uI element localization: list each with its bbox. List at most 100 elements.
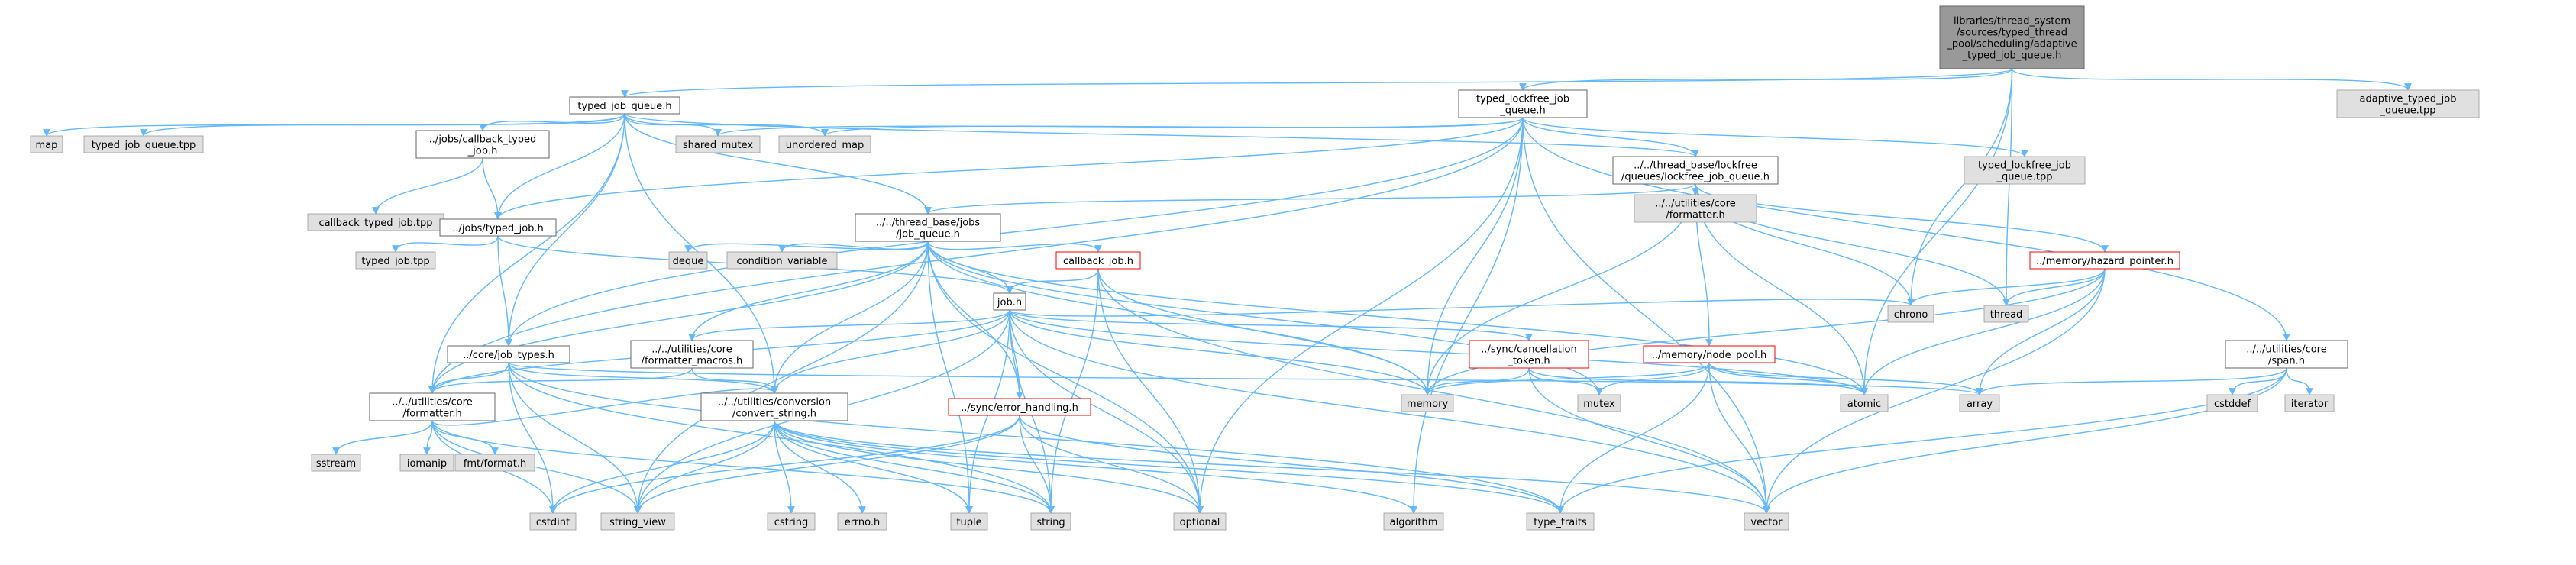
node-node-pool-h[interactable]: ../memory/node_pool.h bbox=[1643, 345, 1776, 363]
edge-hazard_pointer_h-to-vector bbox=[1763, 268, 2106, 514]
edge-callback_job_h-to-optional bbox=[1097, 268, 1204, 514]
edge-root-to-adaptive_tpp bbox=[2011, 68, 2412, 91]
edge-job_h-to-optional bbox=[1009, 309, 1204, 514]
node-string-view[interactable]: string_view bbox=[600, 512, 675, 531]
node-callback-typed-job-h[interactable]: ../jobs/callback_typed_job.h bbox=[415, 130, 550, 159]
node-adaptive-tpp[interactable]: adaptive_typed_job_queue.tpp bbox=[2336, 89, 2480, 118]
node-deque[interactable]: deque bbox=[668, 251, 708, 270]
node-array[interactable]: array bbox=[1959, 394, 2000, 412]
node-box bbox=[529, 512, 577, 531]
node-label-line: typed_job.tpp bbox=[361, 256, 429, 267]
node-hazard-pointer-h[interactable]: ../memory/hazard_pointer.h bbox=[2029, 251, 2180, 270]
node-label-line: map bbox=[36, 140, 58, 151]
node-sstream[interactable]: sstream bbox=[311, 454, 361, 472]
node-algorithm[interactable]: algorithm bbox=[1383, 512, 1444, 531]
node-tuple[interactable]: tuple bbox=[950, 512, 988, 531]
node-lockfree-job-queue-h[interactable]: ../../thread_base/lockfree/queues/lockfr… bbox=[1612, 156, 1779, 185]
node-typed-lockfree-job-queue-h[interactable]: typed_lockfree_job_queue.h bbox=[1458, 89, 1588, 118]
node-mutex[interactable]: mutex bbox=[1577, 394, 1621, 412]
node-fmt-format-h[interactable]: fmt/format.h bbox=[454, 454, 535, 472]
edge-convert_string_h-to-algorithm bbox=[774, 420, 1417, 514]
node-typed-job-queue-tpp[interactable]: typed_job_queue.tpp bbox=[83, 135, 204, 153]
node-vector[interactable]: vector bbox=[1744, 512, 1789, 531]
node-unordered-map[interactable]: unordered_map bbox=[778, 135, 871, 153]
node-error-handling-h[interactable]: ../sync/error_handling.h bbox=[948, 398, 1091, 416]
node-typed-lockfree-tpp[interactable]: typed_lockfree_job_queue.tpp bbox=[1964, 156, 2086, 185]
node-box bbox=[569, 96, 680, 115]
node-memory[interactable]: memory bbox=[1401, 394, 1454, 412]
node-label-line: iomanip bbox=[407, 458, 447, 470]
node-label-line: typed_job_queue.h bbox=[577, 101, 671, 112]
edge-job_queue_h-to-callback_job_h bbox=[927, 241, 1102, 253]
node-typed-job-queue-h[interactable]: typed_job_queue.h bbox=[569, 96, 680, 115]
node-typed-job-tpp[interactable]: typed_job.tpp bbox=[355, 251, 436, 270]
edge-error_handling_h-to-optional bbox=[1019, 415, 1204, 514]
node-box bbox=[447, 345, 570, 363]
node-iterator[interactable]: iterator bbox=[2284, 394, 2335, 412]
node-box bbox=[1526, 512, 1595, 531]
node-root[interactable]: libraries/thread_system/sources/typed_th… bbox=[1939, 5, 2085, 69]
node-type-traits[interactable]: type_traits bbox=[1526, 512, 1595, 531]
node-cstdint[interactable]: cstdint bbox=[529, 512, 577, 531]
edge-callback_typed_job_h-to-callback_typed_job_tpp bbox=[372, 157, 483, 215]
node-string[interactable]: string bbox=[1030, 512, 1071, 531]
edge-convert_string_h-to-errno_h bbox=[774, 420, 866, 514]
node-label-line: thread bbox=[1990, 309, 2023, 321]
node-span-h[interactable]: ../../utilities/core/span.h bbox=[2225, 340, 2348, 369]
node-utilities-core-formatter-ext[interactable]: ../../utilities/core/formatter.h bbox=[1634, 194, 1757, 223]
node-label-line: deque bbox=[673, 256, 704, 267]
edge-node_pool_h-to-type_traits bbox=[1556, 362, 1710, 514]
node-chrono[interactable]: chrono bbox=[1887, 305, 1934, 323]
edge-job_h-to-atomic bbox=[1009, 309, 1868, 396]
node-label-line: /convert_string.h bbox=[732, 408, 816, 420]
edge-typed_job_queue_h-to-formatter_h bbox=[428, 113, 625, 394]
node-label-line: typed_lockfree_job bbox=[1476, 94, 1569, 105]
node-callback-typed-job-tpp[interactable]: callback_typed_job.tpp bbox=[307, 213, 444, 231]
node-label-line: atomic bbox=[1847, 399, 1881, 410]
node-label-line: ../../utilities/core bbox=[651, 344, 732, 356]
node-formatter-h[interactable]: ../../utilities/core/formatter.h bbox=[369, 392, 496, 421]
node-label-line: ../../utilities/core bbox=[2246, 344, 2326, 356]
node-cancellation-token-h[interactable]: ../sync/cancellation_token.h bbox=[1469, 340, 1589, 369]
node-box bbox=[415, 130, 550, 159]
node-label-line: cstring bbox=[774, 517, 808, 528]
node-box bbox=[993, 292, 1026, 311]
node-callback-job-h[interactable]: callback_job.h bbox=[1055, 251, 1141, 270]
node-label-line: type_traits bbox=[1534, 517, 1587, 528]
node-map[interactable]: map bbox=[30, 135, 63, 153]
edge-typed_lockfree_job_queue_h-to-lockfree_job_queue_h bbox=[1522, 117, 1699, 157]
node-box bbox=[2029, 251, 2180, 270]
node-shared-mutex[interactable]: shared_mutex bbox=[675, 135, 761, 153]
node-atomic[interactable]: atomic bbox=[1840, 394, 1889, 412]
node-box bbox=[950, 512, 988, 531]
node-job-h[interactable]: job.h bbox=[993, 292, 1026, 311]
node-label-line: /span.h bbox=[2268, 356, 2305, 367]
node-convert-string-h[interactable]: ../../utilities/conversion/convert_strin… bbox=[700, 392, 848, 421]
edge-job_types_h-to-array bbox=[508, 362, 1983, 396]
node-box bbox=[1744, 512, 1789, 531]
edge-convert_string_h-to-vector bbox=[774, 420, 1770, 514]
node-box bbox=[837, 512, 887, 531]
edge-convert_string_h-to-cstring bbox=[774, 420, 795, 514]
node-label-line: /queues/lockfree_job_queue.h bbox=[1621, 172, 1770, 183]
node-box bbox=[311, 454, 361, 472]
edge-node_pool_h-to-atomic bbox=[1708, 362, 1868, 396]
node-errno-h[interactable]: errno.h bbox=[837, 512, 887, 531]
node-iomanip[interactable]: iomanip bbox=[399, 454, 454, 472]
node-job-types-h[interactable]: ../core/job_types.h bbox=[447, 345, 570, 363]
edge-typed_lockfree_job_queue_h-to-memory bbox=[1424, 117, 1524, 396]
edge-formatter_h-to-iomanip bbox=[423, 420, 433, 455]
node-label-line: condition_variable bbox=[736, 256, 827, 267]
node-label-line: string_view bbox=[609, 517, 666, 528]
node-cstddef[interactable]: cstddef bbox=[2206, 394, 2258, 412]
edge-node_pool_h-to-mutex bbox=[1595, 362, 1710, 396]
node-thread[interactable]: thread bbox=[1983, 305, 2029, 323]
node-job-queue-h[interactable]: ../../thread_base/jobs/job_queue.h bbox=[855, 213, 1001, 242]
node-condition-variable[interactable]: condition_variable bbox=[726, 251, 838, 270]
edge-typed_job_h-to-job_types_h bbox=[497, 235, 512, 347]
node-cstring[interactable]: cstring bbox=[767, 512, 816, 531]
edge-job_types_h-to-formatter_h bbox=[428, 362, 509, 394]
node-formatter-macros-h[interactable]: ../../utilities/core/formatter_macros.h bbox=[630, 340, 754, 369]
node-typed-job-h[interactable]: ../jobs/typed_job.h bbox=[439, 218, 557, 237]
node-optional[interactable]: optional bbox=[1173, 512, 1227, 531]
